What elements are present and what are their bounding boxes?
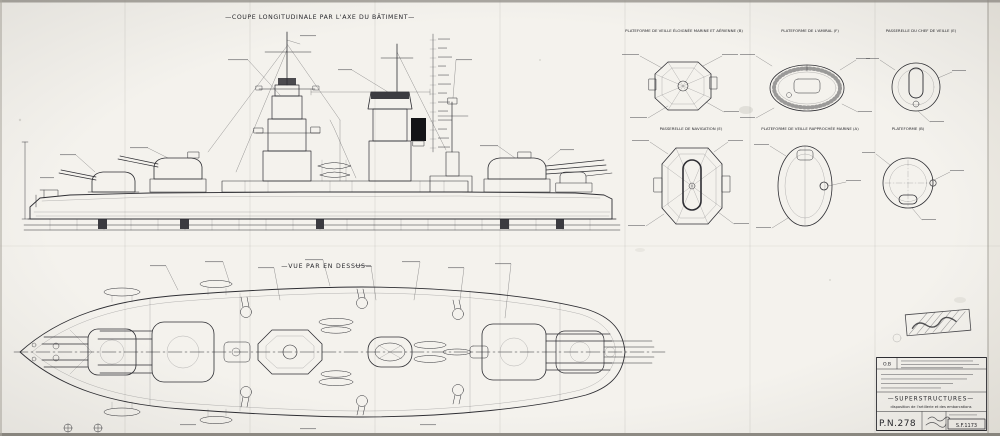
paper-artifacts — [0, 0, 1000, 436]
blueprint-sheet: —COUPE LONGITUDINALE PAR L'AXE DU BÂTIME… — [0, 0, 1000, 436]
blueprint-canvas: —COUPE LONGITUDINALE PAR L'AXE DU BÂTIME… — [0, 0, 1000, 436]
